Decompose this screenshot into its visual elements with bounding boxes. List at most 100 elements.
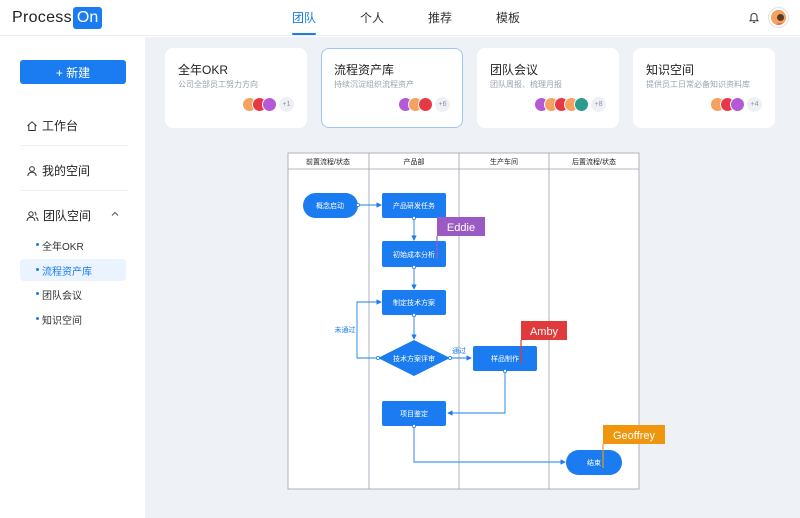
sidebar-sub-item-label: 流程资产库 (42, 266, 92, 278)
node-task2[interactable] (382, 241, 446, 267)
member-avatar (262, 97, 277, 112)
tab-recommend[interactable]: 推荐 (427, 11, 452, 25)
card-subtitle: 公司全部员工努力方向 (178, 80, 258, 89)
bell-icon[interactable] (748, 12, 760, 24)
chevron-up-icon[interactable] (110, 209, 120, 219)
tab-team[interactable]: 团队 (270, 0, 338, 36)
member-count-badge: +4 (747, 97, 762, 112)
card-subtitle: 团队周报、梳理月报 (490, 80, 562, 89)
connection-handles (355, 202, 507, 428)
member-avatar (418, 97, 433, 112)
swimlane-flowchart[interactable]: 前置流程/状态 产品部 生产车间 后置流程/状态 未通过 通过 概念启动 产品研… (145, 37, 800, 518)
node-task4-label: 样品制作 (491, 354, 519, 363)
cursor-name: Amby (530, 326, 559, 338)
space-card-okr[interactable]: 全年OKR 公司全部员工努力方向 +1 (165, 48, 307, 128)
sidebar-divider (20, 145, 128, 146)
node-start-label: 概念启动 (316, 201, 344, 210)
member-count-badge: +6 (435, 97, 450, 112)
card-members: +1 (242, 97, 294, 112)
card-subtitle: 持续沉淀组织流程资产 (334, 80, 414, 89)
cursor-name: Eddie (447, 222, 475, 234)
sidebar-sub-item-meeting[interactable]: 团队会议 (20, 283, 126, 305)
edge-label-pass: 通过 (452, 346, 466, 355)
logo-badge: On (72, 7, 103, 29)
member-avatar (574, 97, 589, 112)
handle (411, 264, 416, 269)
collaborator-cursor-amby: Amby (520, 321, 567, 364)
sidebar-sub-item-okr[interactable]: 全年OKR (20, 234, 126, 256)
node-task3[interactable] (382, 290, 446, 315)
user-avatar[interactable] (769, 8, 788, 27)
card-title: 流程资产库 (334, 63, 395, 77)
space-card-process-library[interactable]: 流程资产库 持续沉淀组织流程资产 +6 (321, 48, 463, 128)
top-header: Process On 团队 个人 推荐 模板 (0, 0, 800, 36)
member-count-badge: +8 (591, 97, 606, 112)
edge-task5-end (413, 426, 566, 465)
cursor-tag (521, 321, 567, 340)
sidebar: + 新建 工作台 我的空间 团队空间 全年OKR 流程资产库 团队会议 (0, 37, 145, 518)
sidebar-item-label: 团队空间 (43, 209, 92, 223)
sidebar-sub-item-label: 全年OKR (42, 241, 84, 253)
connectors (356, 202, 566, 465)
sidebar-sub-item-label: 知识空间 (42, 315, 82, 327)
logo-text: Process (12, 9, 72, 26)
sidebar-sub-item-process-library[interactable]: 流程资产库 (20, 259, 126, 281)
sidebar-item-workspace[interactable]: 工作台 (26, 117, 78, 134)
node-task5-label: 项目鉴定 (400, 409, 428, 418)
cursor-tag (437, 217, 485, 236)
collaborator-cursor-eddie: Eddie (436, 217, 485, 259)
node-decision-label: 技术方案评审 (393, 354, 435, 363)
tab-personal[interactable]: 个人 (359, 11, 384, 25)
user-icon (27, 165, 37, 176)
edge-decision-fail (356, 299, 382, 359)
sidebar-divider (20, 190, 128, 191)
card-title: 知识空间 (646, 63, 695, 77)
handle (355, 202, 360, 207)
edge-task4-task5 (447, 371, 506, 416)
lane-header-post: 后置流程/状态 (572, 157, 616, 166)
sidebar-sub-item-knowledge[interactable]: 知识空间 (20, 308, 126, 330)
lane-header-pre: 前置流程/状态 (306, 157, 350, 166)
new-button[interactable]: + 新建 (20, 60, 126, 84)
member-avatar (730, 97, 745, 112)
space-card-meeting[interactable]: 团队会议 团队周报、梳理月报 +8 (477, 48, 619, 128)
handle (447, 355, 452, 360)
node-start[interactable] (303, 193, 358, 218)
team-icon (26, 210, 39, 221)
cursor-name: Geoffrey (613, 430, 655, 442)
sidebar-item-label: 工作台 (42, 119, 79, 133)
card-members: +8 (534, 97, 606, 112)
lane-header-production: 生产车间 (490, 157, 518, 166)
handle (411, 215, 416, 220)
sidebar-item-label: 我的空间 (42, 164, 91, 178)
processon-logo[interactable]: Process On (12, 6, 103, 30)
node-end-label: 结束 (587, 458, 601, 467)
cursor-tag (603, 425, 665, 444)
card-title: 全年OKR (178, 63, 229, 77)
handle (411, 312, 416, 317)
node-end[interactable] (566, 450, 622, 475)
top-nav: 团队 个人 推荐 模板 (270, 0, 542, 36)
tab-templates[interactable]: 模板 (495, 11, 520, 25)
home-icon (27, 120, 37, 131)
node-task5[interactable] (382, 401, 446, 426)
node-task3-label: 制定技术方案 (393, 298, 435, 307)
sidebar-item-my-space[interactable]: 我的空间 (26, 162, 90, 179)
sidebar-item-team-space[interactable]: 团队空间 (26, 207, 126, 224)
card-title: 团队会议 (490, 63, 539, 77)
card-subtitle: 提供员工日常必备知识资料库 (646, 80, 750, 89)
member-count-badge: +1 (279, 97, 294, 112)
node-decision[interactable] (378, 340, 450, 376)
node-task1[interactable] (382, 193, 446, 218)
handle (411, 423, 416, 428)
card-members: +6 (398, 97, 450, 112)
handle (502, 368, 507, 373)
lane-header-product: 产品部 (404, 157, 425, 166)
handle (375, 355, 380, 360)
node-task1-label: 产品研发任务 (393, 201, 435, 210)
card-members: +4 (710, 97, 762, 112)
collaborator-cursor-geoffrey: Geoffrey (602, 425, 665, 468)
node-task2-label: 初始成本分析 (393, 250, 435, 259)
sidebar-sub-item-label: 团队会议 (42, 290, 82, 302)
space-card-knowledge[interactable]: 知识空间 提供员工日常必备知识资料库 +4 (633, 48, 775, 128)
